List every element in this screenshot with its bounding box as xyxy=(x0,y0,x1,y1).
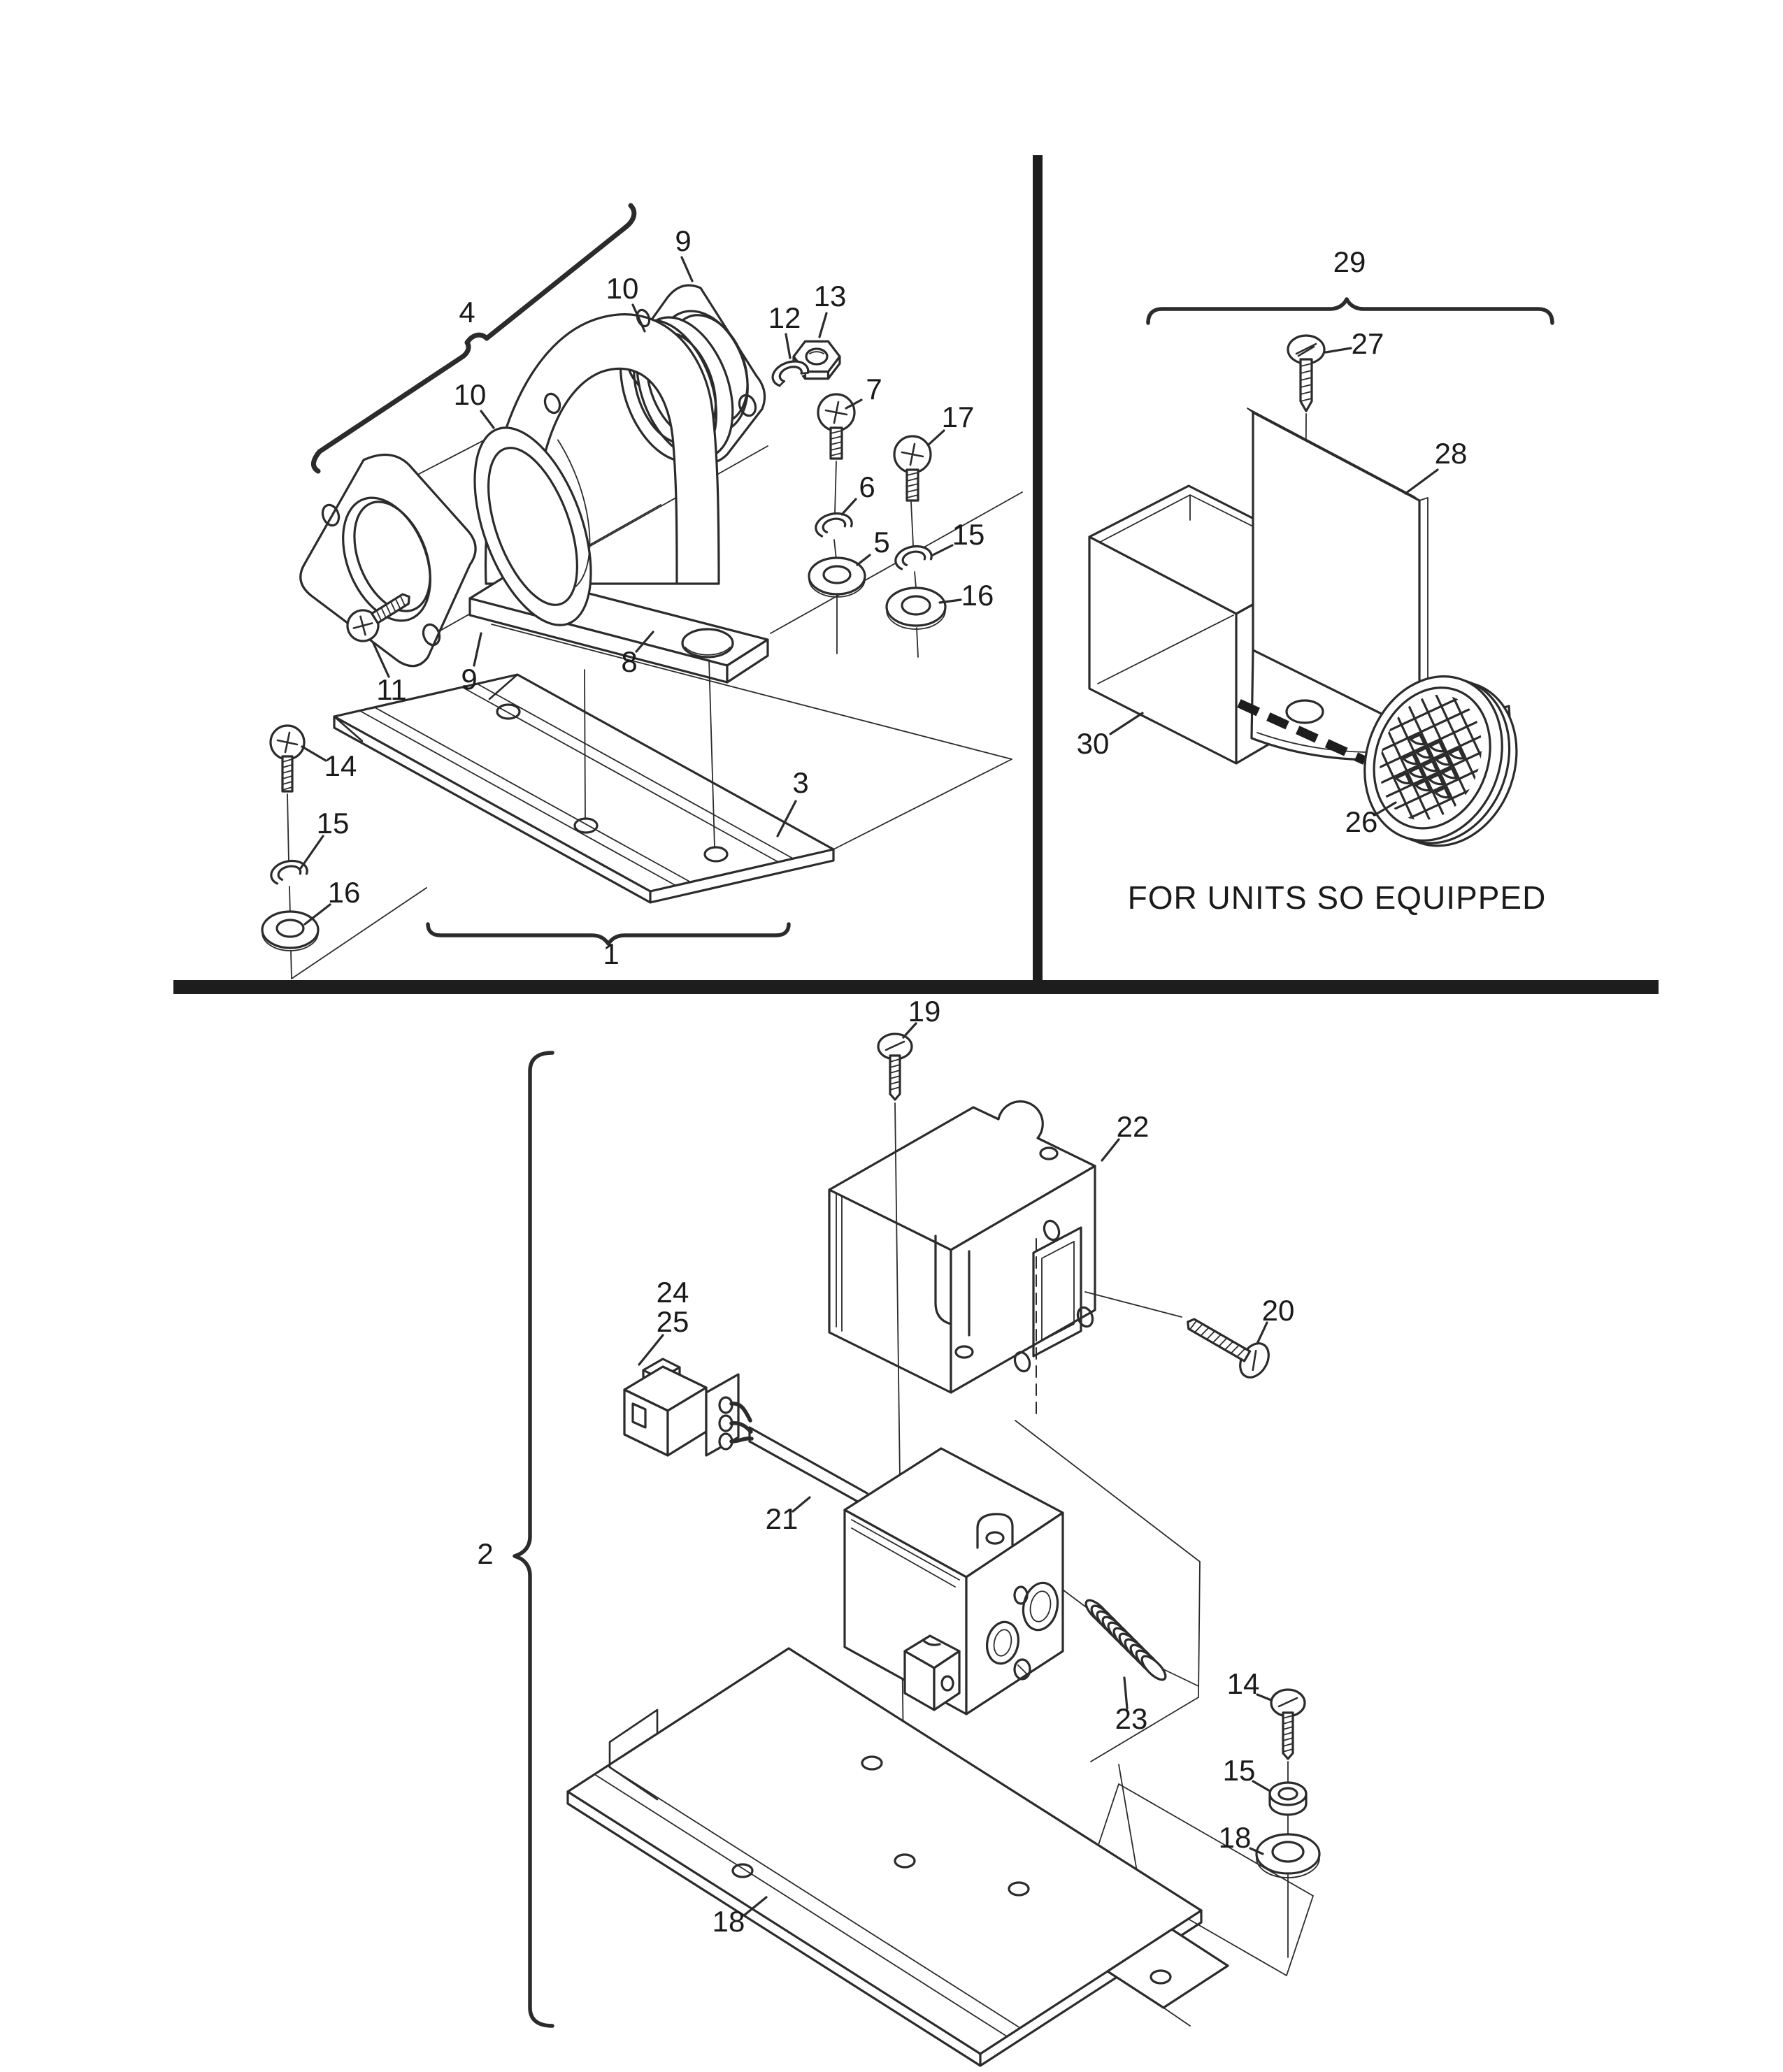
flat-washer-5 xyxy=(808,556,866,598)
part-callout-5: 5 xyxy=(873,526,889,559)
part-callout-23: 23 xyxy=(1115,1702,1148,1735)
flat-washer-16-left xyxy=(261,910,320,951)
group-29-brace xyxy=(1146,297,1554,325)
grommet-18 xyxy=(1255,1833,1321,1878)
part-callout-17: 17 xyxy=(942,401,975,433)
axis-line xyxy=(910,501,914,546)
section-solenoid-assembly xyxy=(513,1022,1321,2067)
axis-line xyxy=(287,793,289,863)
part-callout-6: 6 xyxy=(859,470,875,503)
part-callout-24: 24 xyxy=(657,1276,689,1309)
solenoid-valve xyxy=(843,1447,1064,1715)
part-callout-13: 13 xyxy=(814,280,847,312)
part-callout-15: 15 xyxy=(1223,1754,1256,1787)
part-callout-14: 14 xyxy=(324,749,357,782)
wire-connector xyxy=(623,1358,754,1457)
vertical-divider xyxy=(1033,155,1043,981)
part-callout-3: 3 xyxy=(792,766,808,799)
part-callout-16: 16 xyxy=(961,579,994,612)
part-callout-18: 18 xyxy=(1219,1821,1252,1854)
part-callout-12: 12 xyxy=(768,301,801,334)
part-callout-9: 9 xyxy=(675,224,691,257)
screw-14-bottom xyxy=(1270,1688,1306,1760)
part-callout-30: 30 xyxy=(1077,727,1110,760)
mounting-plate xyxy=(566,1647,1229,2067)
axis-line xyxy=(834,461,837,514)
part-callout-7: 7 xyxy=(866,373,882,405)
flange-plate-lower xyxy=(299,453,477,668)
part-callout-27: 27 xyxy=(1352,327,1384,360)
spring xyxy=(1084,1599,1167,1681)
section-dividers xyxy=(173,155,1659,994)
part-callout-4: 4 xyxy=(459,296,475,329)
axis-line xyxy=(584,659,715,848)
washer-15-bottom xyxy=(1268,1781,1308,1816)
part-callout-26: 26 xyxy=(1345,805,1378,838)
screw-20 xyxy=(1187,1318,1270,1379)
screw-27 xyxy=(1287,334,1326,412)
screw-14 xyxy=(269,724,306,793)
section-optional-equipment: FOR UNITS SO EQUIPPED xyxy=(1088,297,1554,916)
channel-bracket xyxy=(333,673,835,904)
screw-11 xyxy=(346,593,410,642)
part-callout-18: 18 xyxy=(713,1905,745,1938)
part-callout-15: 15 xyxy=(952,518,985,551)
part-callout-1: 1 xyxy=(603,937,619,970)
part-callout-20: 20 xyxy=(1262,1294,1295,1327)
part-callout-10: 10 xyxy=(454,378,487,411)
part-callout-14: 14 xyxy=(1227,1667,1260,1700)
part-callout-25: 25 xyxy=(657,1305,689,1338)
section-bracket-assembly xyxy=(261,203,1023,979)
gasket-ring-lower xyxy=(473,426,592,626)
group-4-line xyxy=(311,203,637,474)
horizontal-divider xyxy=(173,980,1659,994)
axis-line xyxy=(916,627,919,658)
lock-washer-15-left xyxy=(270,859,308,885)
screw-19 xyxy=(877,1033,913,1101)
part-callout-22: 22 xyxy=(1117,1110,1150,1143)
axis-line xyxy=(290,887,427,979)
screw-7 xyxy=(817,393,856,460)
leader-lines-top-right xyxy=(1109,347,1439,816)
part-callout-10: 10 xyxy=(606,272,639,305)
screw-17 xyxy=(893,435,932,502)
axis-line xyxy=(1084,1291,1182,1318)
group-2-brace xyxy=(513,1051,554,2028)
part-callout-11: 11 xyxy=(376,673,407,706)
lock-washer-12 xyxy=(771,360,810,387)
part-callout-21: 21 xyxy=(766,1502,799,1535)
solenoid-cover xyxy=(828,1100,1096,1420)
part-callout-2: 2 xyxy=(477,1537,493,1570)
part-callout-28: 28 xyxy=(1435,437,1468,470)
leader-lines-bottom xyxy=(638,1022,1273,1917)
axis-line xyxy=(833,539,837,560)
lock-washer-6 xyxy=(815,512,853,538)
part-callout-16: 16 xyxy=(328,876,361,909)
axis-line xyxy=(914,571,917,588)
lock-washer-15 xyxy=(894,545,933,570)
ghost-plane-line xyxy=(491,624,1012,850)
ghost-plane-line xyxy=(1015,1420,1201,1762)
dashed-connector-line xyxy=(1237,699,1367,765)
part-callout-19: 19 xyxy=(908,995,941,1028)
leader-lines-top-left xyxy=(299,256,962,926)
part-callout-8: 8 xyxy=(621,645,637,678)
group-1-brace xyxy=(426,922,791,946)
solenoid-cable xyxy=(748,1426,868,1506)
part-callout-15: 15 xyxy=(317,807,350,840)
part-callout-9: 9 xyxy=(461,663,477,696)
section-caption: FOR UNITS SO EQUIPPED xyxy=(1128,879,1547,916)
flat-washer-16 xyxy=(885,587,947,630)
part-callout-29: 29 xyxy=(1333,245,1366,278)
speaker-grille xyxy=(1362,675,1518,847)
ghost-plane-line xyxy=(1091,1783,1314,1976)
